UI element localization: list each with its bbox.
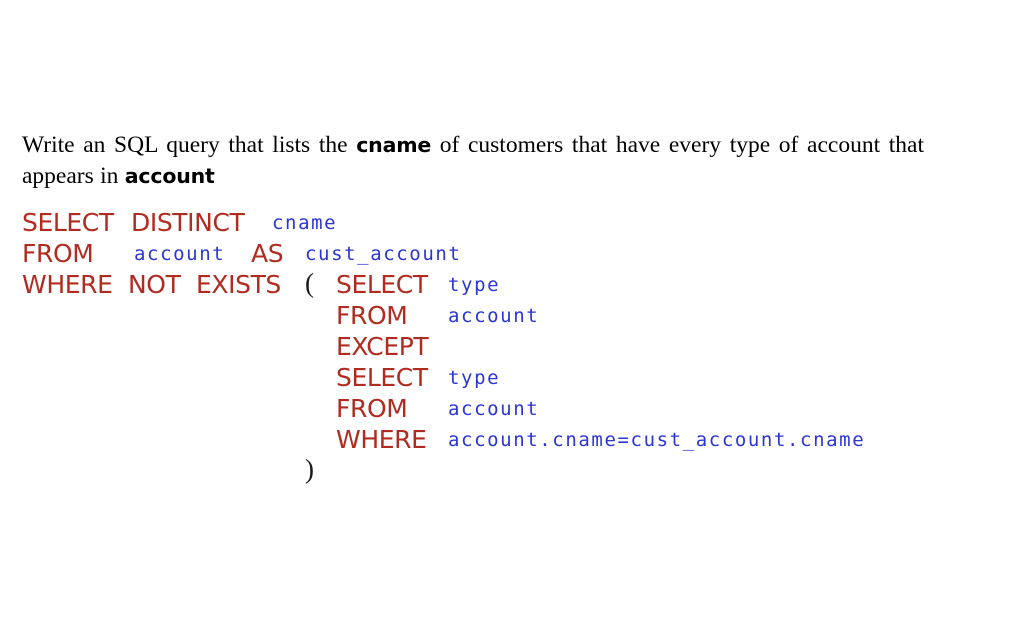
sql-line-2: FROM account AS cust_account	[22, 239, 982, 270]
sql-keyword-select: SELECT	[22, 208, 114, 237]
sql-open-paren: (	[305, 268, 314, 298]
sql-line-6: SELECT type	[22, 363, 982, 394]
sql-line-3: WHERE NOT EXISTS ( SELECT type	[22, 268, 982, 301]
question-prompt: Write an SQL query that lists the cname …	[22, 130, 924, 192]
sql-keyword-where: WHERE	[22, 270, 113, 299]
sql-keyword-except: EXCEPT	[336, 332, 429, 361]
sql-keyword-as: AS	[251, 239, 284, 268]
sql-identifier-cname: cname	[272, 212, 338, 234]
sql-line-4: FROM account	[22, 301, 982, 332]
sql-identifier-cust-account: cust_account	[305, 243, 462, 265]
sql-identifier-account-inner-2: account	[448, 398, 540, 420]
sql-line-8: WHERE account.cname=cust_account.cname	[22, 425, 982, 456]
sql-keyword-exists: EXISTS	[196, 270, 281, 299]
sql-keyword-select-inner-2: SELECT	[336, 363, 428, 392]
sql-keyword-where-inner: WHERE	[336, 425, 427, 454]
prompt-text-part-1: Write an SQL query that lists the	[22, 131, 348, 158]
sql-code-block: SELECT DISTINCT cname FROM account AS cu…	[22, 208, 982, 487]
sql-keyword-from-inner-1: FROM	[336, 301, 408, 330]
sql-line-7: FROM account	[22, 394, 982, 425]
sql-identifier-account: account	[134, 243, 226, 265]
sql-keyword-distinct: DISTINCT	[131, 208, 245, 237]
sql-identifier-type-2: type	[448, 367, 501, 389]
prompt-code-cname: cname	[356, 132, 432, 157]
sql-close-paren: )	[305, 454, 314, 484]
sql-line-5: EXCEPT	[22, 332, 982, 363]
sql-keyword-not: NOT	[128, 270, 181, 299]
sql-line-1: SELECT DISTINCT cname	[22, 208, 982, 239]
sql-keyword-from: FROM	[22, 239, 94, 268]
sql-line-9: )	[22, 454, 982, 487]
sql-identifier-account-inner-1: account	[448, 305, 540, 327]
prompt-text-part-2: of customers that have every type of acc…	[22, 131, 925, 189]
sql-join-condition: account.cname=cust_account.cname	[448, 429, 866, 451]
sql-keyword-select-inner: SELECT	[336, 270, 428, 299]
sql-identifier-type: type	[448, 274, 501, 296]
prompt-code-account: account	[124, 163, 215, 188]
sql-keyword-from-inner-2: FROM	[336, 394, 408, 423]
